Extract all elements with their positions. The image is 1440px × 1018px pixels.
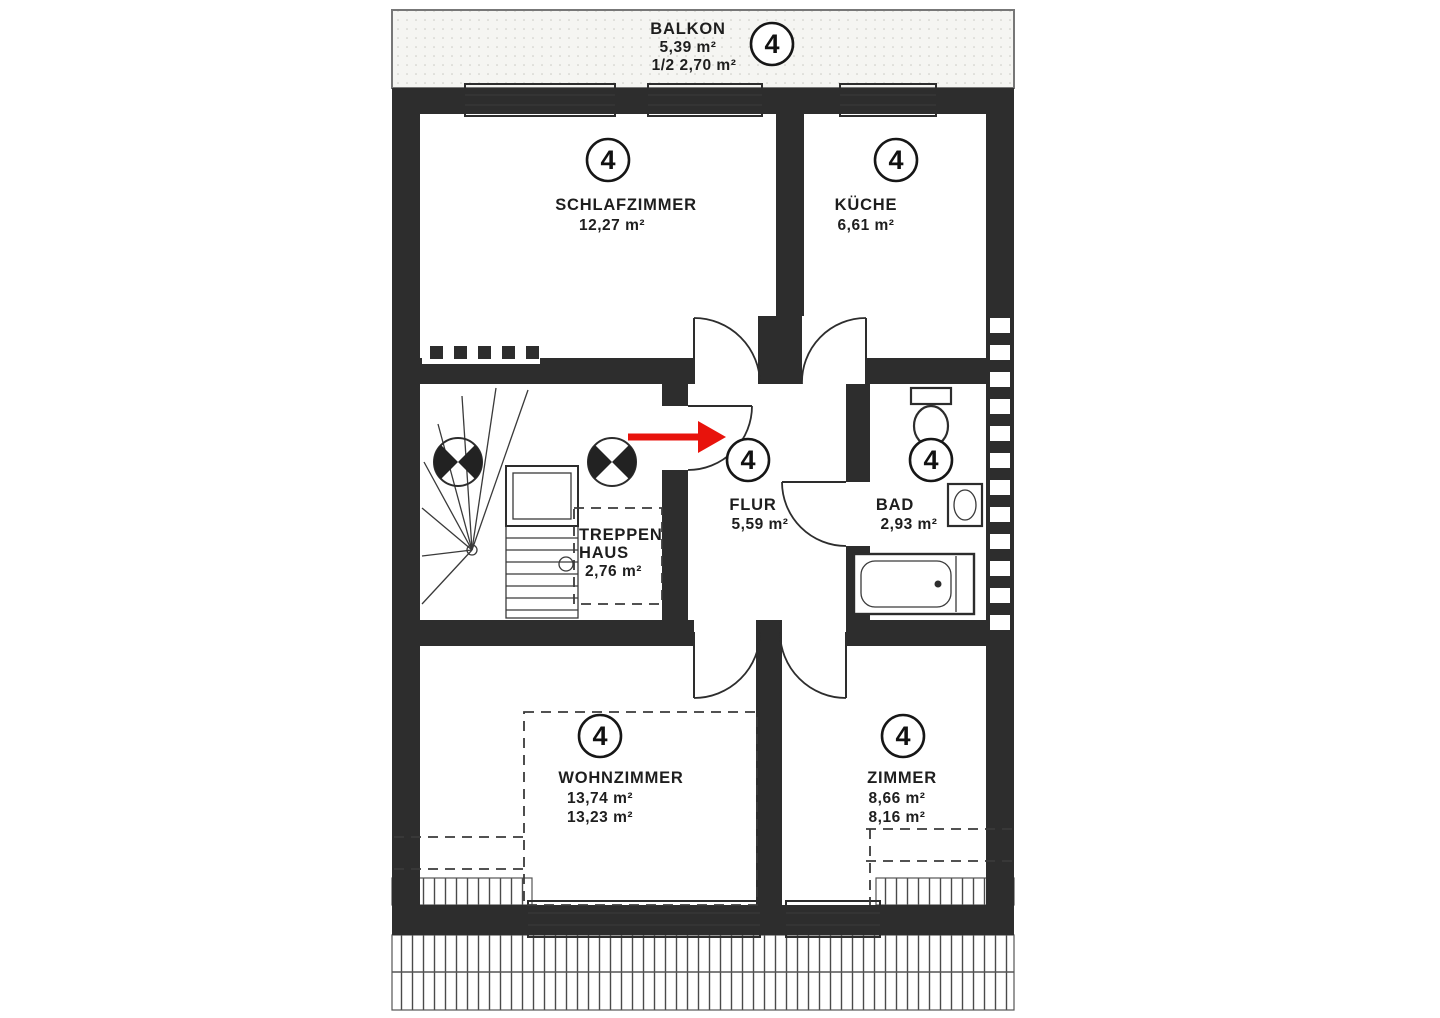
wohnzimmer-dashed-box [523,711,758,906]
treppenhaus-name-line2: HAUS [579,544,629,562]
wall-texture-left [422,342,540,364]
zimmer-area: 8,66 m² [869,790,926,807]
schlafzimmer-area: 12,27 m² [579,217,645,234]
door-zimmer [779,631,847,699]
flur-name: FLUR [729,496,776,514]
unit-badge-kueche: 4 [873,137,919,183]
schlafzimmer-name: SCHLAFZIMMER [555,196,697,214]
door-schlafzimmer [693,317,761,385]
door-stop-symbol [558,556,574,572]
window-top-3 [839,83,937,117]
treppenhaus-area: 2,76 m² [585,563,642,580]
unit-number: 4 [592,721,607,751]
window-top-1 [464,83,616,117]
room-wohnzimmer-label: 4 WOHNZIMMER 13,74 m² 13,23 m² [558,713,683,826]
balkon-name: BALKON [650,20,725,38]
door-wohnzimmer [693,631,761,699]
sink-icon [946,482,984,528]
roof-hatching [391,877,1015,1011]
door-bad [781,481,847,547]
unit-number: 4 [888,145,903,175]
bad-area: 2,93 m² [881,516,938,533]
kueche-area: 6,61 m² [838,217,895,234]
bad-name: BAD [876,496,914,514]
unit-badge-schlafzimmer: 4 [585,137,631,183]
doors [687,317,867,699]
room-schlafzimmer-label: 4 SCHLAFZIMMER 12,27 m² [555,137,697,234]
unit-badge-balkon: 4 [749,21,795,67]
unit-badge-flur: 4 [725,437,771,483]
zimmer-name: ZIMMER [867,769,937,787]
balkon-area: 5,39 m² [660,39,717,56]
unit-badge-bad: 4 [908,437,954,483]
treppenhaus-name-line1: TREPPEN [579,526,663,544]
pointer-arrow-head [698,421,726,453]
window-bottom-1 [527,900,761,938]
room-zimmer-label: 4 ZIMMER 8,66 m² 8,16 m² [867,713,937,826]
fan-symbol-right [587,437,637,487]
bathtub-icon [852,552,976,616]
room-bad-label: 4 BAD 2,93 m² [876,437,954,533]
walls [392,88,1014,935]
fan-symbol-left [433,437,483,487]
room-balkon-label: BALKON 5,39 m² 1/2 2,70 m² 4 [650,20,795,74]
windows [464,83,937,938]
unit-badge-zimmer: 4 [880,713,926,759]
wohnzimmer-area: 13,74 m² [567,790,633,807]
window-top-2 [647,83,763,117]
stairs-icon [421,387,579,619]
door-kueche [801,317,867,385]
balcony [391,9,1015,89]
flur-area: 5,59 m² [732,516,789,533]
dashed-annotations [394,507,1012,906]
balkon-area-half: 1/2 2,70 m² [652,57,737,74]
toilet-icon [909,386,953,448]
treppenhaus-dashed-box [573,507,663,605]
window-bottom-2 [785,900,881,938]
unit-number: 4 [895,721,910,751]
unit-number: 4 [600,145,615,175]
wall-texture-right [990,318,1010,630]
unit-number: 4 [923,445,938,475]
unit-number: 4 [764,29,779,59]
unit-number: 4 [740,445,755,475]
room-flur-label: 4 FLUR 5,59 m² [725,437,789,533]
room-treppenhaus-label: TREPPEN HAUS 2,76 m² [579,526,663,580]
wohnzimmer-name: WOHNZIMMER [558,769,683,787]
wohnzimmer-area-alt: 13,23 m² [567,809,633,826]
room-kueche-label: 4 KÜCHE 6,61 m² [835,137,919,234]
unit-badge-wohnzimmer: 4 [577,713,623,759]
zimmer-area-alt: 8,16 m² [869,809,926,826]
kueche-name: KÜCHE [835,195,898,214]
pointer-arrow [628,421,726,453]
